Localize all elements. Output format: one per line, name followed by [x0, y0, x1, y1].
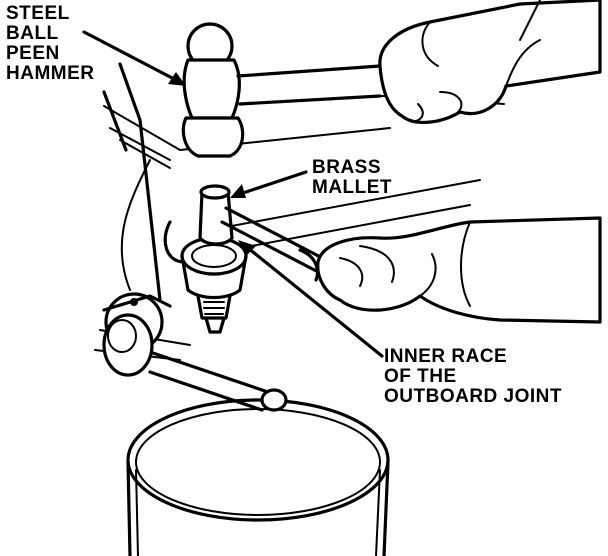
- race-label-line: OUTBOARD JOINT: [384, 386, 562, 407]
- outboard-joint: [163, 220, 248, 334]
- brass-mallet-label: BRASS MALLET: [312, 158, 392, 198]
- hammer-label-line: PEEN: [6, 43, 60, 64]
- mallet-label-line: MALLET: [312, 177, 393, 198]
- mallet-label-line: BRASS: [312, 157, 382, 178]
- hammer-label-line: BALL: [6, 23, 59, 44]
- steel-ball-peen-hammer-label: STEEL BALL PEEN HAMMER: [6, 4, 95, 84]
- hammer-label-line: STEEL: [6, 3, 70, 24]
- ball-peen-hammer: [181, 22, 505, 158]
- race-label-line: OF THE: [384, 366, 457, 387]
- brass-mallet: [198, 184, 332, 282]
- upper-hand: [378, 0, 602, 124]
- drum: [126, 398, 390, 556]
- race-label-line: INNER RACE: [384, 346, 508, 367]
- hammer-label-line: HAMMER: [6, 63, 95, 84]
- leader-lines: [82, 30, 384, 358]
- inner-race-label: INNER RACE OF THE OUTBOARD JOINT: [384, 347, 562, 407]
- lower-hand: [316, 216, 602, 324]
- lower-tool: [102, 292, 288, 412]
